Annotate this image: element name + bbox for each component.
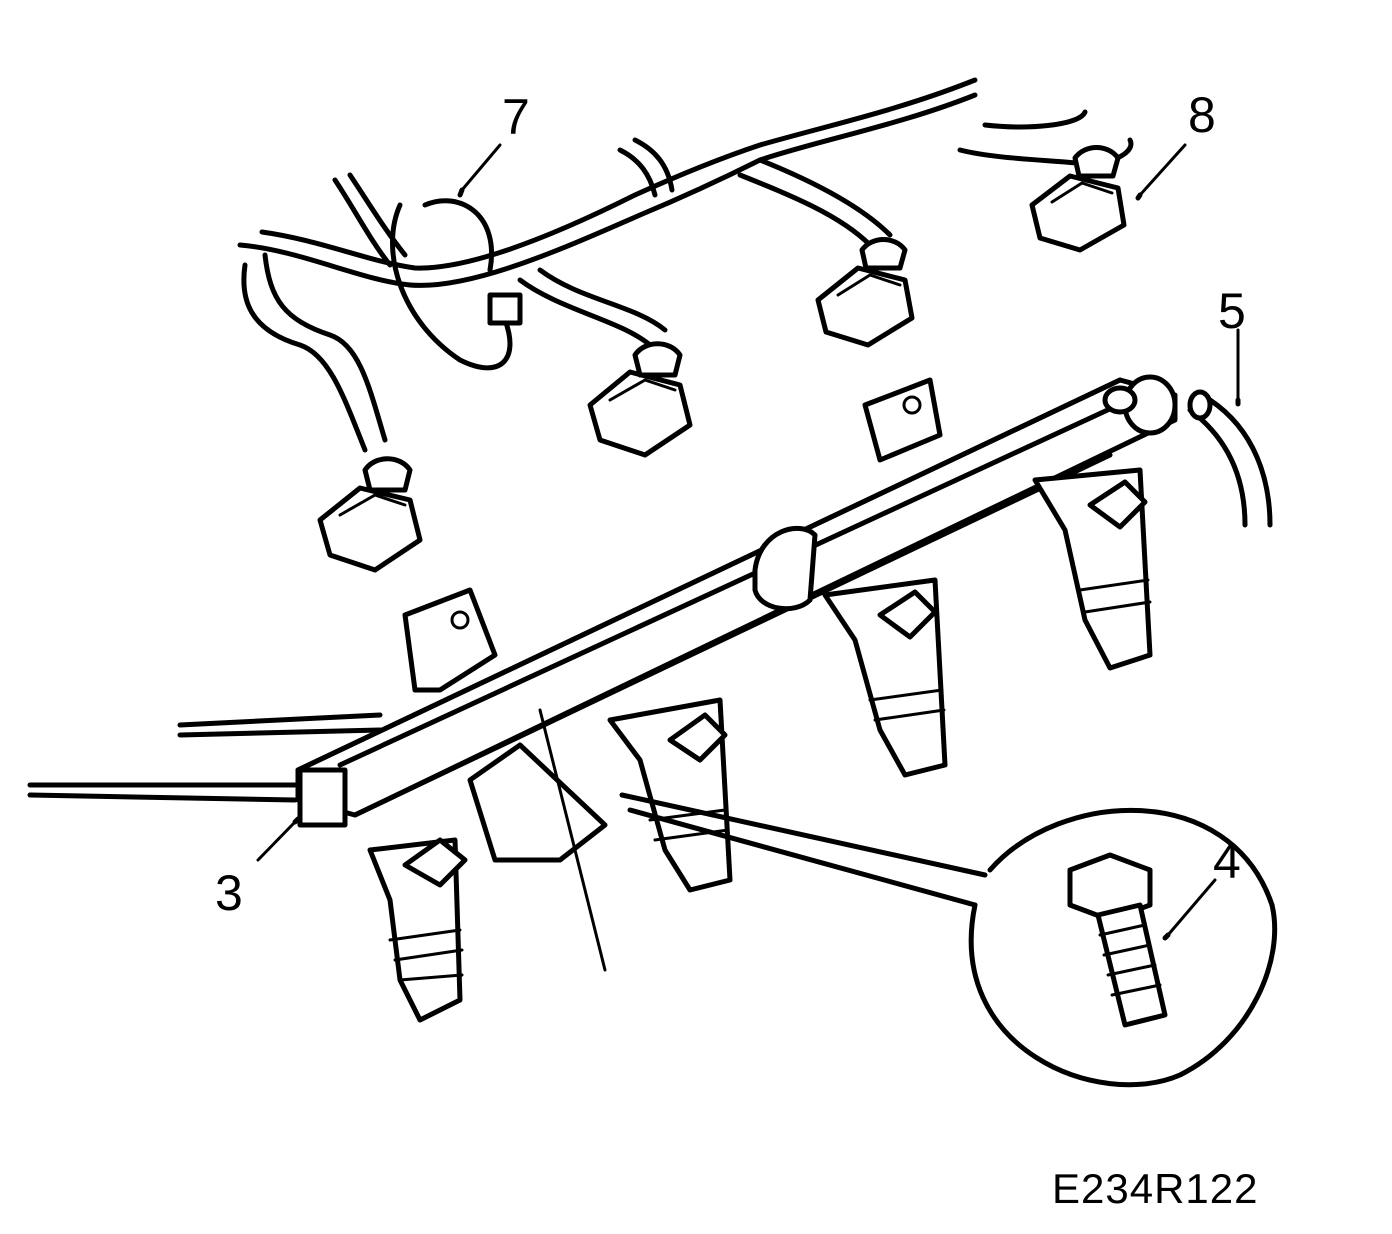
callout-4: 4 <box>1213 833 1241 889</box>
wiring-harness <box>237 77 1134 453</box>
bolt-detail <box>619 792 1278 1088</box>
figure-code: E234R122 <box>1052 1165 1259 1212</box>
callout-8: 8 <box>1188 87 1216 143</box>
harness-connector-1 <box>317 456 423 573</box>
callout-3: 3 <box>215 865 243 921</box>
leader-lines <box>256 143 1241 941</box>
fuel-injector-4 <box>1032 467 1153 671</box>
mounting-bracket <box>467 708 608 972</box>
fuel-rail <box>27 374 1178 828</box>
fuel-injector-2 <box>607 697 733 893</box>
harness-connector-3 <box>815 237 915 348</box>
harness-connector-8 <box>1029 145 1127 253</box>
fuel-injector-3 <box>822 577 948 778</box>
harness-connector-2 <box>587 341 693 458</box>
callout-7: 7 <box>502 89 530 145</box>
fuel-injector-1 <box>367 837 468 1023</box>
fuel-hose <box>1187 389 1273 528</box>
callout-5: 5 <box>1218 283 1246 339</box>
